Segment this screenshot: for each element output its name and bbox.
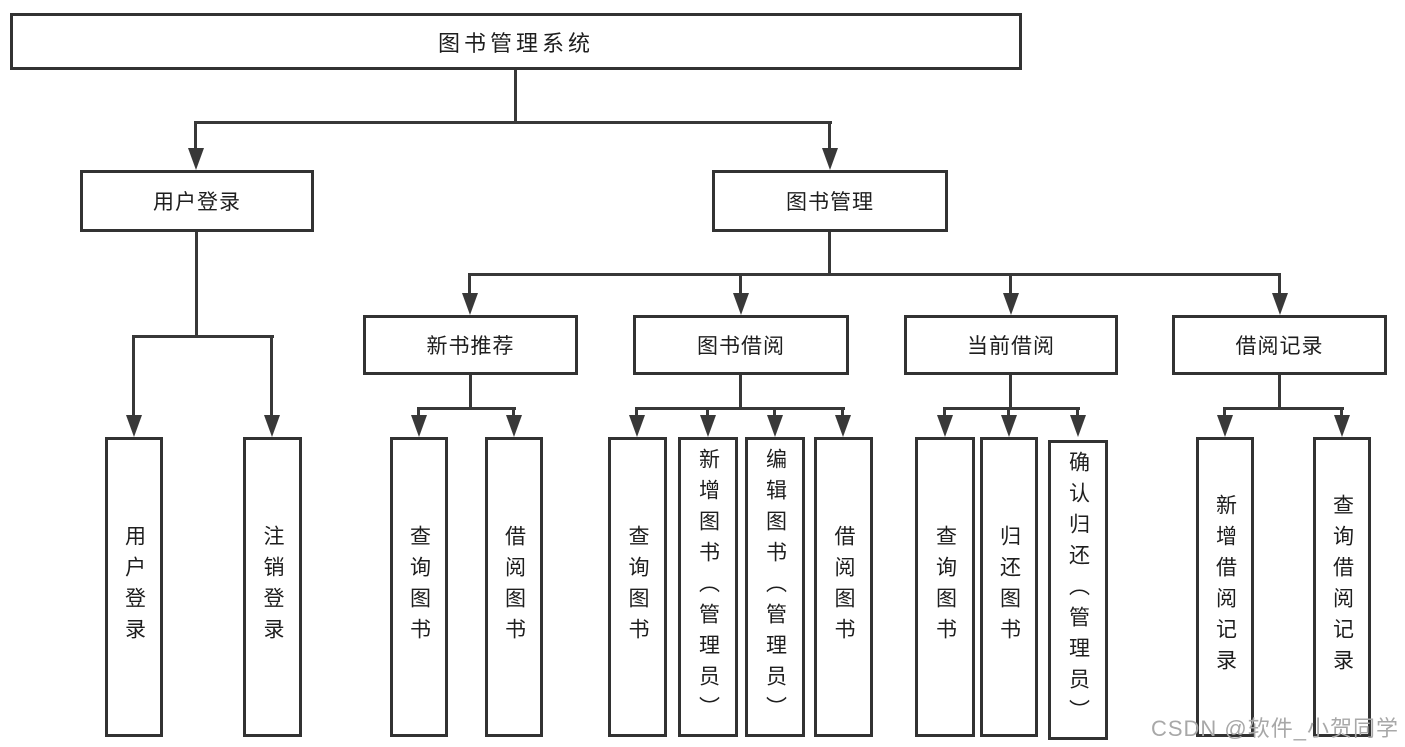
node-user-login-module: 用户登录 [80,170,314,232]
node-label: 用户登录 [122,525,146,649]
node-add-book-admin: 新增图书（管理员） [678,437,738,737]
connector-line [1223,407,1344,410]
node-label: 查询图书 [407,525,431,649]
connector-line [943,407,1080,410]
node-edit-book-admin: 编辑图书（管理员） [745,437,805,737]
node-label: 归还图书 [997,525,1021,649]
connector-arrow [629,407,645,437]
node-label: 查询借阅记录 [1330,494,1354,680]
node-label: 图书借阅 [697,335,785,358]
connector-arrow [462,273,478,315]
node-label: 借阅图书 [832,525,855,649]
node-current-borrowing: 当前借阅 [904,315,1118,375]
node-label: 用户登录 [153,191,241,214]
node-add-borrow-record: 新增借阅记录 [1196,437,1254,737]
node-library-management-system: 图书管理系统 [10,13,1022,70]
connector-arrow [700,407,716,437]
node-label: 图书管理 [786,191,874,214]
node-label: 当前借阅 [967,335,1055,358]
connector-arrow [1272,273,1288,315]
node-label: 新增图书（管理员） [696,447,720,727]
node-label: 图书管理系统 [437,30,594,56]
node-borrow-books-borrowing: 借阅图书 [814,437,873,737]
node-label: 新书推荐 [426,335,515,358]
node-query-books-borrowing: 查询图书 [608,437,667,737]
connector-line [828,232,831,273]
node-label: 借阅记录 [1235,335,1324,358]
node-label: 编辑图书（管理员） [763,447,787,727]
connector-arrow [126,335,142,437]
connector-arrow [1217,407,1233,437]
connector-arrow [264,335,280,437]
connector-line [1009,375,1012,407]
connector-line [195,232,198,335]
connector-line [132,335,274,338]
node-book-management-module: 图书管理 [712,170,948,232]
node-label: 借阅图书 [502,525,526,649]
node-label: 新增借阅记录 [1213,494,1237,680]
node-logout-action: 注销登录 [243,437,302,737]
node-new-book-recommend: 新书推荐 [363,315,578,375]
connector-line [1278,375,1281,407]
connector-arrow [1334,407,1350,437]
node-label: 确认归还（管理员） [1066,450,1090,730]
node-query-books-current: 查询图书 [915,437,975,737]
node-borrow-books-recommend: 借阅图书 [485,437,543,737]
connector-arrow [835,407,851,437]
connector-arrow [188,121,204,170]
node-confirm-return-admin: 确认归还（管理员） [1048,440,1108,740]
node-book-borrowing: 图书借阅 [633,315,849,375]
csdn-watermark: CSDN @软件_小贺同学 [1150,716,1399,741]
connector-line [636,407,845,410]
connector-arrow [767,407,783,437]
connector-arrow [937,407,953,437]
connector-arrow [1001,407,1017,437]
node-query-borrow-record: 查询借阅记录 [1313,437,1371,737]
node-label: 查询图书 [933,525,957,649]
connector-line [195,121,832,124]
connector-arrow [1070,407,1086,437]
node-label: 查询图书 [626,525,649,649]
connector-line [514,70,517,121]
node-borrowing-records: 借阅记录 [1172,315,1387,375]
node-query-books-recommend: 查询图书 [390,437,448,737]
connector-arrow [1003,273,1019,315]
node-user-login-action: 用户登录 [105,437,163,737]
connector-line [469,273,1281,276]
node-label: 注销登录 [261,525,284,649]
connector-line [469,375,472,407]
connector-arrow [733,273,749,315]
connector-line [739,375,742,407]
connector-arrow [506,407,522,437]
connector-line [417,407,516,410]
node-return-book: 归还图书 [980,437,1038,737]
connector-arrow [411,407,427,437]
connector-arrow [822,121,838,170]
